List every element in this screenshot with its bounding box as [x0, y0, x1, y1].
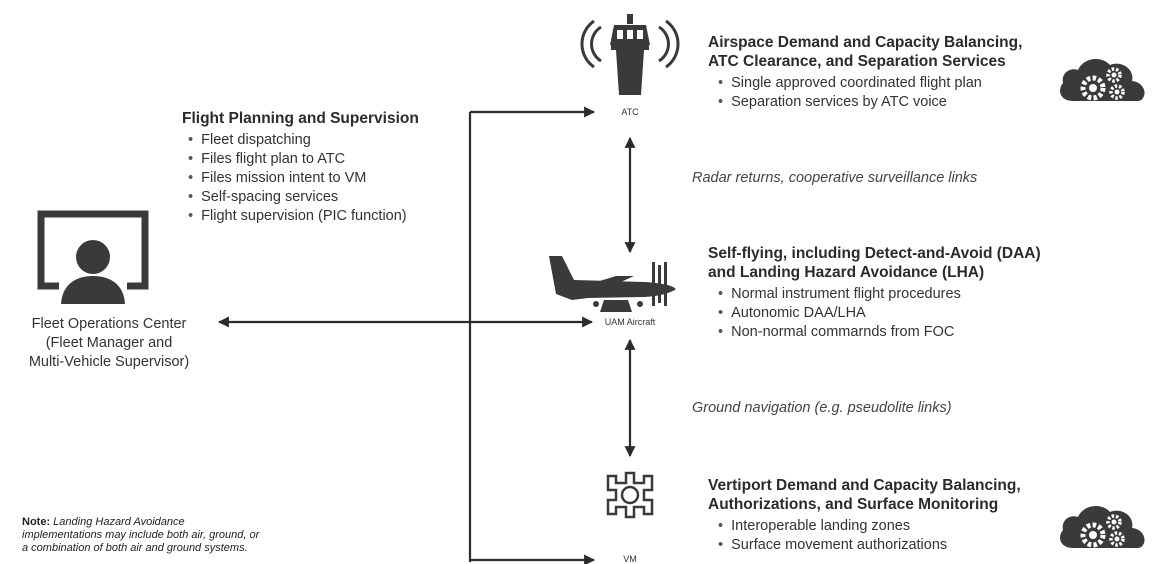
cloud-gears-icon — [1060, 505, 1145, 548]
foc-title: Fleet Operations Center — [31, 316, 187, 332]
note-line1: Landing Hazard Avoidance — [53, 516, 185, 528]
vm-heading-line1: Vertiport Demand and Capacity Balancing, — [708, 477, 1021, 494]
person-monitor-icon — [37, 210, 149, 308]
aircraft-icon — [549, 256, 676, 312]
atc-label: ATC — [621, 107, 639, 117]
vm-description: Vertiport Demand and Capacity Balancing,… — [708, 476, 1021, 555]
aircraft-heading-line1: Self-flying, including Detect-and-Avoid … — [708, 245, 1041, 262]
aircraft-heading-line2: and Landing Hazard Avoidance (LHA) — [708, 264, 985, 281]
list-item: Fleet dispatching — [188, 131, 419, 150]
atc-tower-icon — [580, 14, 680, 95]
list-item: Surface movement authorizations — [718, 536, 1021, 555]
list-item: Self-spacing services — [188, 188, 419, 207]
list-item: Interoperable landing zones — [718, 517, 1021, 536]
foc-subtitle-line1: (Fleet Manager and — [45, 335, 173, 351]
atc-bullet-list: Single approved coordinated flight plan … — [708, 74, 1022, 112]
foc-subtitle-line2: Multi-Vehicle Supervisor) — [28, 354, 190, 370]
note-line2: implementations may include both air, gr… — [22, 529, 260, 541]
list-item: Files mission intent to VM — [188, 169, 419, 188]
surveillance-link-label: Radar returns, cooperative surveillance … — [692, 170, 978, 186]
flight-planning-heading: Flight Planning and Supervision — [182, 110, 419, 127]
fleet-operations-center: Fleet Operations Center (Fleet Manager a… — [4, 315, 214, 372]
aircraft-label: UAM Aircraft — [604, 317, 656, 327]
connectors — [217, 106, 636, 564]
aircraft-description: Self-flying, including Detect-and-Avoid … — [708, 244, 1041, 342]
list-item: Flight supervision (PIC function) — [188, 207, 419, 226]
list-item: Single approved coordinated flight plan — [718, 74, 1022, 93]
ground-navigation-link-label: Ground navigation (e.g. pseudolite links… — [692, 400, 952, 416]
atc-heading-line2: ATC Clearance, and Separation Services — [708, 53, 1006, 70]
flight-planning-description: Flight Planning and Supervision Fleet di… — [182, 109, 419, 226]
aircraft-bullet-list: Normal instrument flight procedures Auto… — [708, 285, 1041, 342]
vm-label: VM — [623, 554, 637, 564]
list-item: Separation services by ATC voice — [718, 93, 1022, 112]
vm-bullet-list: Interoperable landing zones Surface move… — [708, 517, 1021, 555]
atc-heading-line1: Airspace Demand and Capacity Balancing, — [708, 34, 1023, 51]
note-line3: a combination of both air and ground sys… — [22, 542, 248, 554]
note-label: Note: — [22, 516, 51, 528]
list-item: Non-normal commarnds from FOC — [718, 323, 1041, 342]
flight-planning-bullet-list: Fleet dispatching Files flight plan to A… — [182, 131, 419, 226]
vertiport-icon — [606, 471, 654, 519]
footnote: Note: Landing Hazard Avoidance implement… — [22, 516, 259, 555]
cloud-gears-icon — [1060, 58, 1145, 101]
atc-description: Airspace Demand and Capacity Balancing, … — [708, 33, 1022, 112]
list-item: Autonomic DAA/LHA — [718, 304, 1041, 323]
list-item: Normal instrument flight procedures — [718, 285, 1041, 304]
list-item: Files flight plan to ATC — [188, 150, 419, 169]
vm-heading-line2: Authorizations, and Surface Monitoring — [708, 496, 999, 513]
